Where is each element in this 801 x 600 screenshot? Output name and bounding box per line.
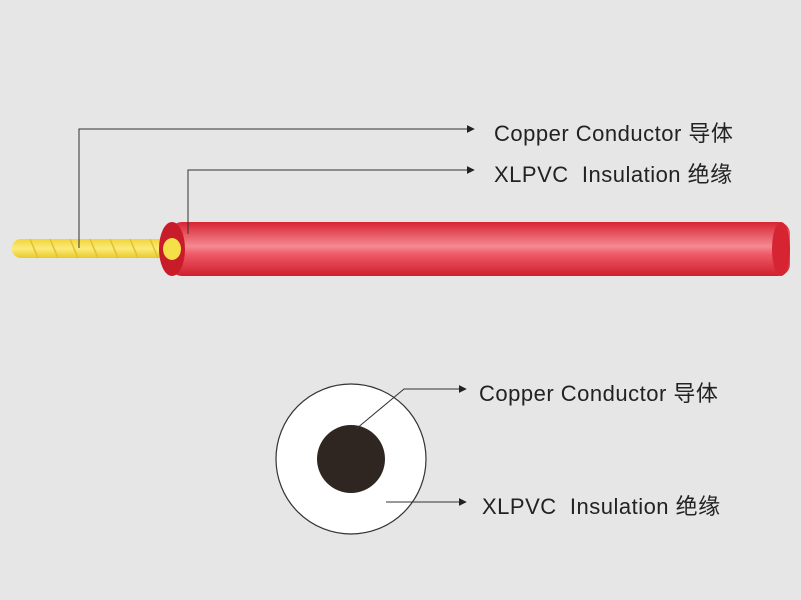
copper-conductor-strand	[12, 238, 177, 259]
side-conductor-label: Copper Conductor 导体	[494, 121, 734, 146]
cable-side-view	[12, 125, 790, 276]
side-insulation-label: XLPVC Insulation 绝缘	[494, 162, 733, 187]
insulation-leader-line	[187, 166, 475, 234]
insulation-sleeve	[159, 222, 790, 276]
cable-cross-section	[275, 383, 467, 535]
copper-core	[317, 425, 385, 493]
cross-conductor-leader-line	[355, 385, 467, 430]
conductor-leader-line	[78, 125, 475, 248]
cross-conductor-label: Copper Conductor 导体	[479, 381, 719, 406]
cross-insulation-label: XLPVC Insulation 绝缘	[482, 494, 721, 519]
